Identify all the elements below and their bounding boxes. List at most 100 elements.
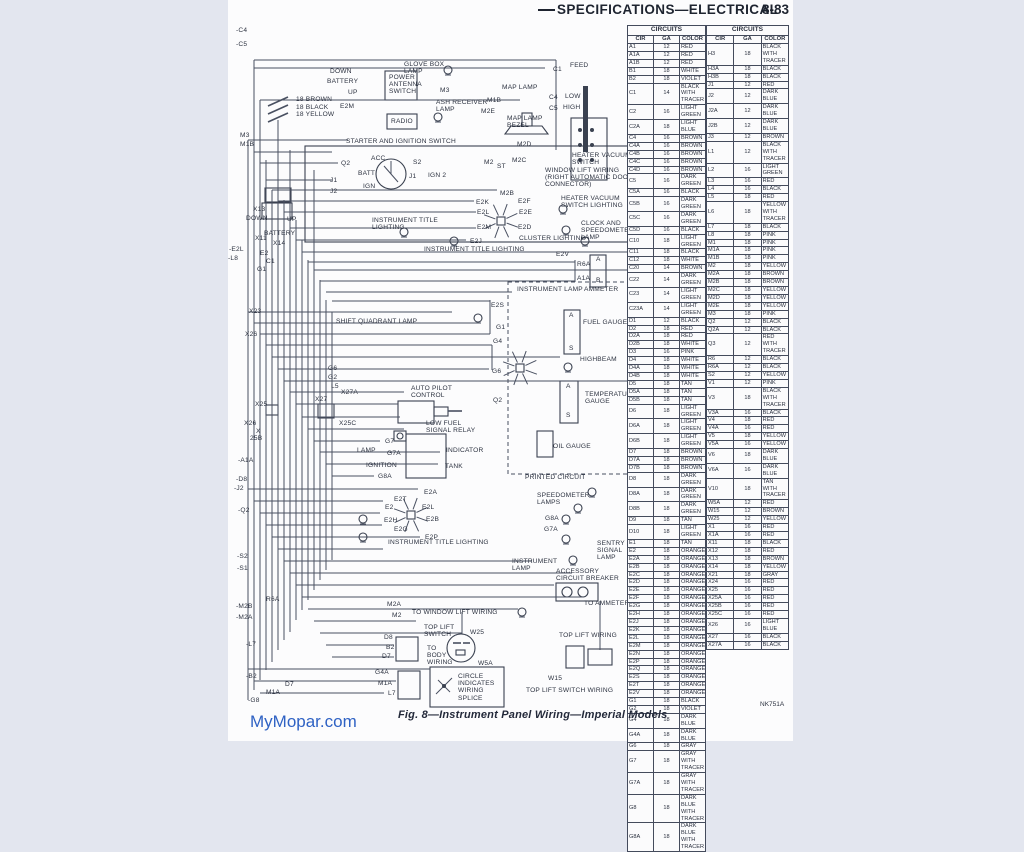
diagram-label: HEATER VACUUM SWITCH [572,152,631,167]
diagram-label: TOP LIFT SWITCH WIRING [526,687,614,694]
diagram-label: 18 BLACK [296,104,329,111]
diagram-label: SHIFT QUADRANT LAMP [336,318,418,325]
diagram-label: W25 [470,629,485,636]
diagram-label: 18 YELLOW [296,111,335,118]
diagram-label: E2E [519,209,533,216]
diagram-label: M2B [500,190,515,197]
diagram-label: INSTRUMENT LAMP [517,286,583,293]
diagram-label: E2K [476,199,490,206]
diagram-label: G7 [385,438,395,445]
splice-symbol-icon [442,684,446,688]
diagram-label: E2L [477,209,490,216]
lamp-icon [433,112,443,122]
scanned-manual-page: { "page": { "header": {"title": "SPECIFI… [228,0,793,852]
diagram-label: DOWN [246,215,268,222]
diagram-label: G7A [387,450,401,457]
diagram-label: E2B [426,516,440,523]
battery-connector-icon [261,202,293,220]
diagram-label: E2H [384,517,398,524]
diagram-label: S [569,345,574,352]
diagram-label: -M2A [236,614,253,621]
diagram-label: IGN 2 [428,172,447,179]
diagram-label: E2M [340,103,355,110]
diagram-label: X27A [341,389,358,396]
diagram-label: M2A [387,601,402,608]
fuel-gauge-box [563,309,581,355]
diagram-label: HEATER VACUUM SWITCH LIGHTING [561,195,623,210]
diagram-label: RADIO [391,118,413,125]
diagram-label: 25B [250,435,263,442]
diagram-label: D8 [384,634,393,641]
lamp-icon [558,204,568,214]
diagram-label: 18 BROWN [296,96,333,103]
diagram-label: B2 [386,644,395,651]
diagram-label: PRINTED CIRCUIT [525,474,586,481]
diagram-label: AUTO PILOT CONTROL [411,385,453,400]
diagram-label: INSTRUMENT LAMP [512,558,558,573]
diagram-label: A [566,383,571,390]
diagram-label: ASH RECEIVER LAMP [436,99,488,114]
diagram-label: E2 [385,504,394,511]
diagram-label: E2A [424,489,438,496]
diagram-label: STARTER AND IGNITION SWITCH [346,138,456,145]
diagram-label: M2 [484,159,494,166]
diagram-label: J1 [330,177,338,184]
watermark-link[interactable]: MyMopar.com [250,712,357,731]
diagram-label: G6 [492,368,502,375]
diagram-label: -L7 [246,641,257,648]
diagram-label: INDICATOR [446,447,484,454]
diagram-label: E2F [518,198,531,205]
diagram-label: UP [348,89,358,96]
diagram-label: BATTERY [264,230,296,237]
lamp-icon [561,534,571,544]
diagram-label: W5A [478,660,493,667]
diagram-label: M2 [392,612,402,619]
diagram-label: G8A [545,515,559,522]
diagram-label: M1A [266,689,281,696]
lamp-icon [399,227,409,237]
diagram-label: S [566,412,571,419]
figure-code: NK751A [760,701,785,708]
diagram-label: CLOCK AND SPEEDOMETER LAMP [581,220,634,242]
diagram-label: -S2 [237,553,248,560]
diagram-label: ACCESSORY CIRCUIT BREAKER [556,568,619,583]
diagram-label: D7 [285,681,294,688]
